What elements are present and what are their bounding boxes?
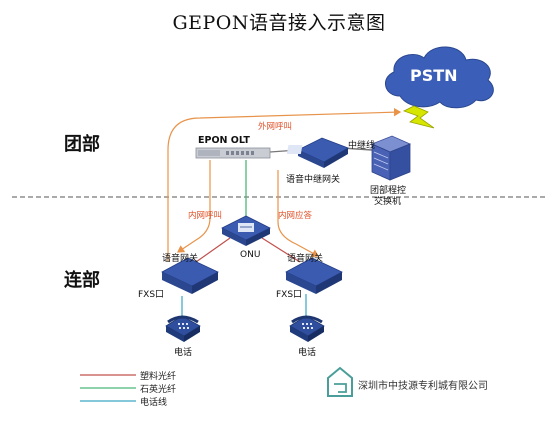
phone-right-icon xyxy=(289,315,325,342)
pbx-label-line2: 交换机 xyxy=(374,197,402,207)
olt-device-icon xyxy=(195,147,271,159)
onu-label: ONU xyxy=(240,250,261,260)
pbx-label-line1: 团部程控 xyxy=(370,186,407,196)
internal-answer-arrow xyxy=(277,170,320,257)
pstn-cloud-icon xyxy=(385,46,494,109)
section-bottom-label: 连部 xyxy=(64,270,100,291)
legend-plastic-label: 塑料光纤 xyxy=(140,372,177,382)
plastic-fiber-right xyxy=(261,237,301,263)
internal-answer-label: 内网应答 xyxy=(278,211,313,221)
gateway-left-label: 语音网关 xyxy=(162,254,199,264)
trunk-gateway-label: 语音中继网关 xyxy=(286,175,341,185)
phone-right-label: 电话 xyxy=(298,348,317,358)
legend-quartz-label: 石英光纤 xyxy=(140,385,177,395)
legend-phone-label: 电话线 xyxy=(140,398,168,408)
company-logo-icon xyxy=(327,366,353,397)
internal-call-arrow xyxy=(177,160,211,253)
internal-call-label: 内网呼叫 xyxy=(188,211,223,221)
fxs-right-label: FXS口 xyxy=(276,290,303,300)
onu-device-icon xyxy=(221,215,271,246)
page-title: GEPON语音接入示意图 xyxy=(172,12,386,34)
lightning-icon xyxy=(402,105,435,129)
phone-left-label: 电话 xyxy=(174,348,193,358)
pstn-label: PSTN xyxy=(410,66,458,85)
trunk-gateway-icon xyxy=(286,137,349,168)
phone-left-icon xyxy=(165,315,201,342)
pbx-switch-icon xyxy=(370,135,412,181)
company-name: 深圳市中技源专利城有限公司 xyxy=(358,381,488,392)
gateway-right-label: 语音网关 xyxy=(287,254,324,264)
voice-gateway-left-icon xyxy=(161,257,219,294)
section-top-label: 团部 xyxy=(64,134,100,155)
outbound-call-label: 外网呼叫 xyxy=(258,122,293,132)
trunk-line-label: 中继线 xyxy=(348,141,376,151)
outbound-call-arrow xyxy=(167,107,402,262)
fxs-left-label: FXS口 xyxy=(138,290,165,300)
voice-gateway-right-icon xyxy=(285,257,343,294)
plastic-fiber-left xyxy=(195,237,231,263)
olt-label: EPON OLT xyxy=(198,135,250,146)
